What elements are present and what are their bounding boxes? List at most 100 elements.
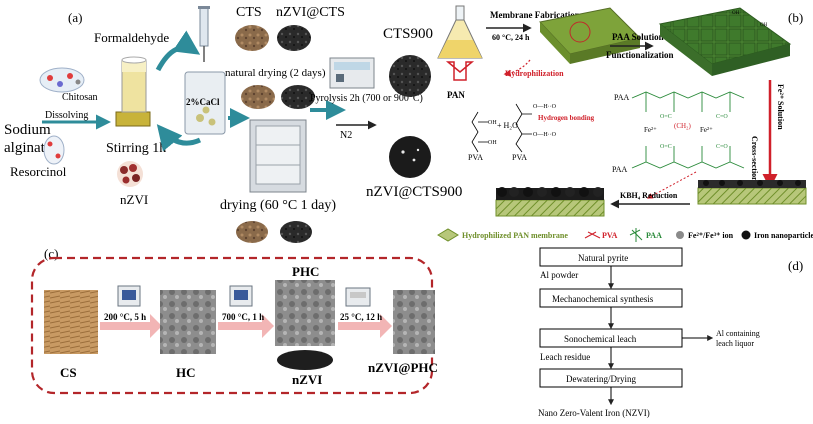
sonochemical-label: Sonochemical leach (564, 334, 637, 344)
functionalization-label: Functionalization (606, 50, 674, 60)
pan-arrow-icon (445, 61, 475, 81)
furnace-2-icon (229, 285, 253, 307)
dried-nzvi-dish-icon (281, 85, 315, 109)
paa-solution-label: PAA Solution (612, 32, 664, 42)
nzvi-particles-icon (117, 161, 143, 187)
tube-furnace-icon (329, 57, 375, 89)
curve-arrow-down (156, 124, 202, 152)
cts-label: CTS (236, 5, 262, 20)
drying-oven-icon (249, 119, 307, 193)
h2o-label: + H₂O (497, 121, 518, 130)
hc-label: HC (176, 365, 196, 380)
svg-text:O=C: O=C (660, 114, 672, 120)
sodium-alginate-line2: alginat (4, 140, 46, 156)
legend-iron-label: Iron nanoparticles (754, 231, 813, 240)
step3-label: 25 °C, 12 h (340, 312, 382, 322)
pva-label-2: PVA (512, 153, 527, 162)
fe-solution-label: Fe²⁺ Solution (776, 84, 785, 130)
pyrolysis-label: Pyrolysis 2h (700 or 900°C) (310, 93, 423, 104)
resorcinol-molecule-icon (43, 135, 65, 165)
nzvi-cts900-dish-icon (389, 136, 431, 178)
nzvi-phc-image (393, 290, 435, 354)
dried-cts-dish-icon (241, 85, 275, 109)
nzvi-c-label: nZVI (292, 372, 322, 387)
nzvi-full-label: Nano Zero-Valent Iron (NZVI) (538, 408, 650, 418)
legend-membrane-icon (437, 228, 459, 242)
sodium-alginate-line1: Sodium (4, 122, 51, 138)
pva-structure-icon (471, 103, 532, 153)
curve-arrow-up (155, 30, 201, 72)
oven-dried-nzvi-dish-icon (280, 221, 312, 243)
svg-text:O—H··O: O—H··O (533, 104, 557, 110)
paa-fe-structure-icon (631, 91, 745, 169)
ch2-label: (CH₂) (674, 122, 691, 130)
svg-text:C=O: C=O (716, 114, 728, 120)
al-containing-line2: leach liquor (716, 339, 754, 348)
legend-paa-icon (629, 228, 643, 242)
panel-a: (a) Formaldehyde Chitosan Dissolving Sod… (4, 5, 462, 243)
paa-bottom-label: PAA (612, 165, 627, 174)
pan-membrane-icon (539, 7, 641, 64)
cross-section-pointer (646, 171, 697, 199)
nzvi-label: nZVI (120, 192, 148, 207)
oven-dried-cts-dish-icon (236, 221, 268, 243)
stirring-beaker-icon (115, 56, 151, 127)
svg-text:OH: OH (760, 23, 768, 28)
cts900-dish-icon (389, 55, 431, 97)
membrane-fabrication-label: Membrane Fabrication (490, 10, 580, 20)
chitosan-molecule-icon (39, 67, 85, 93)
temp-time-label: 60 °C, 24 h (492, 33, 530, 42)
natural-drying-label: natural drying (2 days) (225, 67, 326, 79)
step2-label: 700 °C, 1 h (222, 312, 264, 322)
cs-label: CS (60, 365, 77, 380)
panel-d-label: (d) (788, 258, 803, 273)
nzvi-powder-image (277, 350, 333, 370)
fe-loaded-membrane-icon (697, 180, 807, 205)
cacl2-label: 2%CaCl (186, 97, 220, 107)
hydrogen-bonding-label: Hydrogen bonding (538, 114, 595, 122)
svg-text:OH: OH (732, 11, 740, 16)
chitosan-label: Chitosan (62, 92, 98, 103)
functionalized-membrane-icon: OH OH (658, 7, 792, 76)
legend-fe-label: Fe²⁺/Fe³⁺ ion (688, 231, 734, 240)
syringe-icon (198, 6, 210, 62)
al-containing-line1: Al containing (716, 329, 760, 338)
natural-pyrite-label: Natural pyrite (578, 253, 628, 263)
svg-text:C=O: C=O (716, 144, 728, 150)
fe-ion-label-1: Fe²⁺ (644, 126, 657, 134)
leach-residue-label: Leach residue (540, 352, 590, 362)
cts900-label: CTS900 (383, 26, 433, 42)
nzvi-cts900-label: nZVI@CTS900 (366, 184, 462, 200)
step2-arrow (218, 314, 274, 338)
n2-label: N2 (340, 130, 352, 141)
fe-ion-label-2: Fe²⁺ (700, 126, 713, 134)
paa-top-label: PAA (614, 93, 629, 102)
svg-text:O—H··O: O—H··O (533, 132, 557, 138)
nzvi-cts-dish-icon (277, 25, 311, 51)
legend-iron-icon (741, 230, 751, 240)
furnace-1-icon (117, 285, 141, 307)
cs-image (44, 290, 98, 354)
cts-dish-icon (235, 25, 269, 51)
panel-a-label: (a) (68, 10, 82, 25)
step1-arrow (100, 314, 162, 338)
panel-b-legend: Hydrophilized PAN membrane PVA PAA Fe²⁺/… (437, 228, 813, 242)
nzvi-phc-label: nZVI@PHC (368, 360, 438, 375)
dewatering-label: Dewatering/Drying (566, 374, 636, 384)
cacl2-beaker-icon (184, 71, 226, 135)
hc-image (160, 290, 216, 354)
legend-pva-label: PVA (602, 231, 618, 240)
drying-label: drying (60 °C 1 day) (220, 198, 336, 213)
legend-fe-icon (676, 231, 684, 239)
cross-section-label: Cross-section (750, 136, 759, 182)
al-powder-label: Al powder (540, 270, 578, 280)
legend-membrane-label: Hydrophilized PAN membrane (462, 231, 568, 240)
hydrophilization-label: Hydrophilization (505, 69, 564, 78)
dissolving-label: Dissolving (45, 110, 88, 121)
legend-paa-label: PAA (646, 231, 662, 240)
flask-icon (437, 5, 483, 59)
stirring-label: Stirring 1h (106, 141, 166, 156)
svg-text:OH: OH (488, 120, 497, 126)
shaker-icon (345, 287, 371, 307)
